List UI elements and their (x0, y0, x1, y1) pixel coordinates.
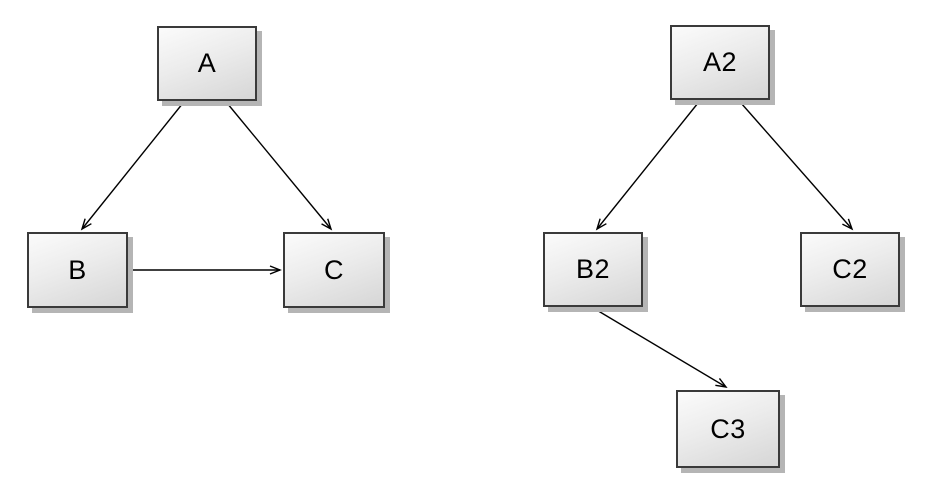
node-B2: B2 (543, 232, 643, 307)
edge-A-to-C (226, 102, 333, 231)
edge-A2-to-B2 (595, 102, 699, 231)
node-label-C: C (324, 254, 344, 285)
edge-B2-to-C3 (594, 308, 728, 388)
edge-A2-to-C2 (740, 102, 854, 231)
node-B: B (27, 232, 128, 308)
node-label-A: A (197, 48, 217, 78)
node-C3: C3 (676, 390, 780, 468)
node-label-B2: B2 (575, 254, 611, 284)
node-C: C (283, 232, 385, 308)
node-label-C3: C3 (710, 413, 746, 444)
node-label-C2: C2 (832, 254, 868, 284)
node-label-B: B (68, 254, 87, 285)
node-A: A (157, 26, 257, 101)
node-label-A2: A2 (702, 47, 738, 77)
node-A2: A2 (670, 25, 770, 100)
node-C2: C2 (800, 232, 900, 307)
edge-A-to-B (80, 102, 184, 231)
